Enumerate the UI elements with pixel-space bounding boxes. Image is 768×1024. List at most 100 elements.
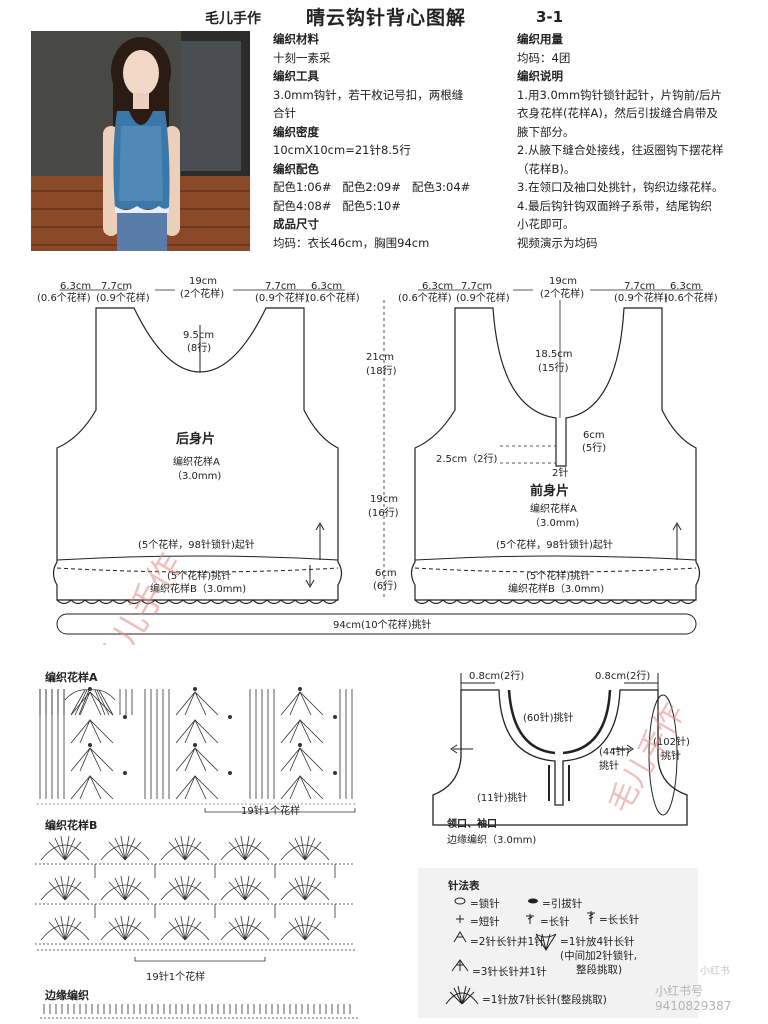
back-piece-outline bbox=[52, 307, 343, 601]
front-dim-77-sub: (0.9个花样) bbox=[456, 291, 510, 304]
note-line: 2.从腋下缝合处接线，往返圈钩下摆花样 bbox=[517, 143, 724, 157]
edge-title: 边缘编织 bbox=[45, 989, 89, 1002]
stitch-legend: 针法表 =锁针 =引拔针 =短针 =长针 =长长针 =2针长针并1针 =1针放4… bbox=[418, 868, 698, 1018]
colors-value: 配色1:06# 配色2:09# 配色3:04# bbox=[273, 180, 471, 194]
back-pickup: (5个花样)挑针 bbox=[167, 569, 231, 582]
legend-tr: =长长针 bbox=[599, 914, 640, 926]
notes-heading: 编织说明 bbox=[517, 69, 563, 83]
side-pickup: (44针) bbox=[599, 745, 630, 758]
v-dim-21-rows: (18行) bbox=[366, 364, 397, 377]
front-pattern: 编织花样A bbox=[530, 502, 577, 515]
front-dim-19-sub: (2个花样) bbox=[540, 287, 584, 300]
note-line: （花样B)。 bbox=[517, 161, 576, 176]
colors-value-cont: 配色4:08# 配色5:10# bbox=[273, 198, 401, 213]
material-value: 十刻一素采 bbox=[273, 50, 331, 65]
density-value: 10cmX10cm=21针8.5行 bbox=[273, 143, 411, 157]
front-piece-outline bbox=[410, 307, 701, 601]
back-dim-77: 7.7cm bbox=[101, 281, 132, 292]
note-line: 3.在领口及袖口处挑针，钩织边缘花样。 bbox=[517, 180, 724, 194]
front-hook: （3.0mm) bbox=[530, 517, 579, 529]
tools-heading: 编织工具 bbox=[273, 69, 319, 83]
page-title: 晴云钩针背心图解 bbox=[306, 7, 467, 29]
material-heading: 编织材料 bbox=[273, 32, 319, 46]
note-line: 1.用3.0mm钩针锁针起针，片钩前/后片 bbox=[517, 87, 723, 102]
back-dim-77-sub: (0.9个花样) bbox=[96, 291, 150, 304]
edge-chart bbox=[40, 1004, 360, 1019]
legend-fan4: =1针放4针长针 bbox=[560, 936, 635, 948]
neckline-outline bbox=[432, 689, 688, 826]
v-dim-19: 19cm bbox=[370, 494, 398, 505]
note-line: 4.最后钩针钩双面辫子系带，结尾钩织 bbox=[517, 198, 712, 213]
front-piece-name: 前身片 bbox=[530, 483, 569, 499]
back-dim-63r-sub: (0.6个花样) bbox=[306, 291, 360, 304]
front-dim-63r: 6.3cm bbox=[670, 281, 701, 292]
size-heading: 成品尺寸 bbox=[273, 217, 319, 231]
pattern-a-chart bbox=[37, 687, 356, 813]
legend-sc: =短针 bbox=[470, 916, 500, 928]
model-photo bbox=[31, 31, 250, 251]
back-dim-19-sub: (2个花样) bbox=[180, 287, 224, 300]
front-dim-63-sub: (0.6个花样) bbox=[398, 291, 452, 304]
front-start: (5个花样，98针锁针)起针 bbox=[496, 538, 613, 551]
pattern-b-chart bbox=[35, 835, 355, 962]
pattern-b-title: 编织花样B bbox=[45, 819, 98, 832]
side-pickup-label: 挑针 bbox=[599, 759, 619, 772]
tools-value-cont: 合针 bbox=[273, 106, 296, 120]
neckline-edge: 边缘编织（3.0mm) bbox=[447, 833, 536, 846]
back-hem: 编织花样B（3.0mm) bbox=[150, 582, 246, 595]
back-start: (5个花样，98针锁针)起针 bbox=[138, 538, 255, 551]
front-dim-77r-sub: (0.9个花样) bbox=[614, 291, 668, 304]
schematic-diagram: 6.3cm (0.6个花样) 7.7cm (0.9个花样) 19cm (2个花样… bbox=[37, 276, 718, 645]
back-piece-name: 后身片 bbox=[176, 431, 215, 447]
arm-pickup: (102针) bbox=[653, 735, 690, 748]
center-pickup: (11针)挑针 bbox=[477, 791, 528, 804]
legend-title: 针法表 bbox=[448, 880, 480, 892]
arm-pickup-label: 挑针 bbox=[661, 749, 681, 762]
back-hook: （3.0mm) bbox=[172, 470, 221, 482]
instructions-block: 编织用量 均码：4团 编织说明 1.用3.0mm钩针锁针起针，片钩前/后片 衣身… bbox=[517, 30, 757, 252]
pattern-a-repeat: 19针1个花样 bbox=[241, 806, 301, 817]
front-hem-scallops bbox=[414, 599, 696, 605]
legend-sl: =引拔针 bbox=[542, 898, 583, 910]
front-slit-stitches: 2针 bbox=[552, 466, 568, 479]
tools-value: 3.0mm钩针，若干枚记号扣，两根缝 bbox=[273, 87, 464, 102]
v-dim-19-rows: (16行) bbox=[368, 506, 399, 519]
size-value: 均码：衣长46cm，胸围94cm bbox=[273, 235, 430, 250]
neckline-label: 领口、袖口 bbox=[447, 817, 497, 830]
neckline-diagram: 0.8cm(2行) 0.8cm(2行) (60针)挑针 (44针) 挑针 (11… bbox=[432, 669, 692, 846]
back-pattern: 编织花样A bbox=[173, 455, 220, 468]
note-line: 衣身花样(花样A)，然后引拔缝合肩带及 bbox=[517, 106, 718, 120]
back-neck-depth: 9.5cm bbox=[183, 330, 214, 341]
back-hem-scallops bbox=[56, 599, 338, 605]
back-neck-rows: (8行) bbox=[187, 341, 211, 354]
legend-dc3tog: =3针长针并1针 bbox=[472, 966, 547, 978]
front-dim-77: 7.7cm bbox=[461, 281, 492, 292]
watermark-text: 小红书号 9410829387 bbox=[655, 984, 732, 1013]
neck-dim-right: 0.8cm(2行) bbox=[595, 669, 650, 682]
front-dim-63r-sub: (0.6个花样) bbox=[664, 291, 718, 304]
note-line: 腋下部分。 bbox=[517, 124, 575, 139]
legend-fan7: =1针放7针长针(整段挑取) bbox=[482, 994, 607, 1006]
legend-fan4-note2: 整段挑取) bbox=[576, 964, 623, 976]
brand: 毛儿手作 bbox=[205, 11, 261, 27]
note-line: 视频演示为均码 bbox=[517, 235, 598, 250]
front-dim-77r: 7.7cm bbox=[624, 281, 655, 292]
legend-ch: =锁针 bbox=[470, 898, 500, 910]
colors-heading: 编织配色 bbox=[273, 161, 319, 176]
usage-heading: 编织用量 bbox=[517, 32, 563, 46]
front-pickup: (5个花样)挑针 bbox=[526, 569, 590, 582]
usage-value: 均码：4团 bbox=[517, 50, 571, 65]
legend-dc2tog: =2针长针并1针 bbox=[470, 936, 545, 948]
back-dim-77r-sub: (0.9个花样) bbox=[255, 291, 309, 304]
page-number: 3-1 bbox=[536, 8, 564, 26]
front-neck-rows: (15行) bbox=[538, 361, 569, 374]
front-dim-19: 19cm bbox=[549, 276, 577, 287]
note-line: 小花即可。 bbox=[517, 217, 575, 231]
front-slit-offset: 2.5cm（2行) bbox=[436, 452, 498, 465]
back-dim-77r: 7.7cm bbox=[265, 281, 296, 292]
front-slit-length: 6cm bbox=[583, 430, 605, 441]
legend-dc: =长针 bbox=[540, 916, 570, 928]
v-dim-6-rows: (6行) bbox=[373, 579, 397, 592]
pattern-b-repeat: 19针1个花样 bbox=[146, 972, 206, 983]
back-dim-63: 6.3cm bbox=[60, 281, 91, 292]
